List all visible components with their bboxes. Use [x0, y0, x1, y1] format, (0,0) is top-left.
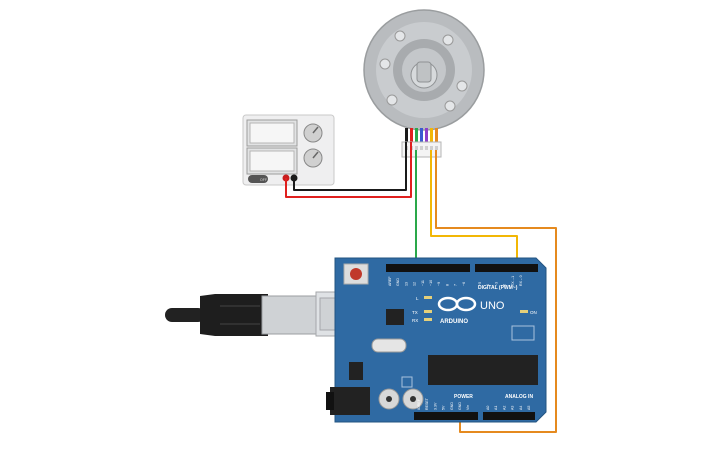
digital-pin-label: 13 — [404, 282, 408, 286]
digital-pin-label: RX←0 — [519, 275, 523, 286]
arduino-model: UNO — [480, 300, 505, 312]
digital-pin-label: ~11 — [421, 280, 425, 286]
led-l-label: L — [416, 296, 419, 301]
power-pin-labels: IOREF RESET 3.3V 5V GND GND Vin — [417, 397, 470, 410]
power-pin-label: 5V — [442, 405, 446, 410]
wires — [285, 142, 557, 433]
analog-pin-label: A3 — [511, 406, 515, 410]
digital-label: DIGITAL (PWM~) — [478, 285, 518, 291]
wire-black — [293, 142, 407, 191]
arduino-brand: ARDUINO — [440, 319, 468, 325]
digital-pin-label: GND — [396, 278, 400, 286]
analog-pin-labels: A0 A1 A2 A3 A4 A5 — [486, 406, 531, 410]
digital-pin-label: 2 — [503, 284, 507, 286]
on-label: ON — [530, 310, 537, 315]
digital-pin-label: 12 — [413, 282, 417, 286]
analog-pin-label: A5 — [527, 406, 531, 410]
digital-pin-label: 7 — [454, 284, 458, 286]
digital-pin-label: 4 — [486, 284, 490, 286]
led-tx-label: TX — [412, 310, 418, 315]
arduino-board[interactable] — [326, 257, 547, 423]
power-pin-label: 3.3V — [433, 402, 437, 410]
analog-pin-label: A1 — [494, 406, 498, 410]
digital-pin-label: 8 — [445, 284, 449, 286]
power-pin-label: RESET — [425, 397, 429, 410]
analog-label: ANALOG IN — [505, 394, 533, 400]
wire-yellow — [430, 150, 518, 265]
power-label: POWER — [454, 394, 473, 400]
digital-pin-labels: AREF GND 13 12 ~11 ~10 ~9 8 7 ~6 ~5 4 ~3 2 TX→1 RX←0 — [388, 275, 523, 286]
led-rx-label: RX — [412, 318, 418, 323]
power-supply[interactable] — [242, 114, 335, 186]
digital-pin-label: ~6 — [462, 282, 466, 286]
motor-leads — [405, 128, 438, 142]
digital-pin-label: ~3 — [494, 282, 498, 286]
analog-pin-label: A0 — [486, 406, 490, 410]
digital-pin-label: TX→1 — [511, 276, 515, 286]
power-pin-label: GND — [450, 402, 454, 410]
digital-pin-label: ~9 — [437, 282, 441, 286]
encoder-motor[interactable] — [363, 9, 485, 131]
analog-pin-label: A4 — [519, 406, 523, 410]
arduino-logo-icon — [437, 296, 477, 312]
analog-pin-label: A2 — [502, 406, 506, 410]
wire-orange — [435, 150, 557, 433]
digital-pin-label: ~10 — [429, 280, 433, 286]
power-pin-label: Vin — [466, 405, 470, 410]
psu-off-label: OFF — [260, 178, 267, 182]
power-pin-label: IOREF — [417, 398, 421, 410]
wire-red — [285, 142, 412, 198]
power-pin-label: GND — [458, 402, 462, 410]
digital-pin-label: ~5 — [478, 282, 482, 286]
digital-pin-label: AREF — [388, 276, 392, 286]
